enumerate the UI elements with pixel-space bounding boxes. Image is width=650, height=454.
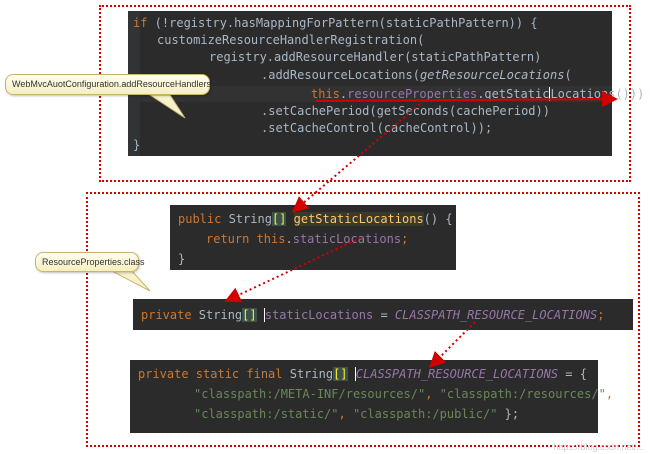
code-line: this.resourceProperties.getStaticLocatio…: [311, 87, 645, 101]
code-line: private static final String[] CLASSPATH_…: [138, 367, 587, 381]
code-block-static-locations-field: private String[] staticLocations = CLASS…: [133, 299, 633, 330]
code-line: customizeResourceHandlerRegistration(: [157, 33, 425, 47]
code-line: if (!registry.hasMappingForPattern(stati…: [133, 16, 538, 30]
code-line: .setCachePeriod(getSeconds(cachePeriod)): [261, 104, 550, 118]
connector-arrow: [291, 103, 421, 213]
callout-tail: [148, 94, 186, 119]
callout-webmvc-auto-configuration: WebMvcAuotConfiguration.addResourceHandl…: [5, 74, 217, 95]
current-line-highlight: [140, 86, 612, 102]
code-block-classpath-resource-locations: private static final String[] CLASSPATH_…: [130, 360, 613, 433]
code-line: registry.addResourceHandler(staticPathPa…: [209, 50, 542, 64]
code-line: .addResourceLocations(getResourceLocatio…: [261, 68, 572, 82]
code-line: "classpath:/META-INF/resources/", "class…: [194, 387, 614, 401]
underline-arrow: [315, 91, 618, 108]
code-line: }: [133, 138, 141, 152]
callout-resource-properties: ResourceProperties.class: [35, 252, 145, 272]
code-line: public String[] getStaticLocations() {: [178, 212, 453, 226]
code-line: return this.staticLocations;: [206, 232, 409, 246]
code-line: .setCacheControl(cacheControl));: [261, 121, 493, 135]
bottom-highlight-frame: [86, 192, 640, 447]
code-line: private String[] staticLocations = CLASS…: [141, 308, 605, 322]
connector-arrow: [429, 321, 476, 368]
callout-tail: [111, 270, 151, 292]
watermark: https://blog.csdn.net/...: [553, 442, 644, 452]
connector-arrow: [224, 237, 361, 303]
code-line: }: [178, 252, 186, 266]
code-line: "classpath:/static/", "classpath:/public…: [194, 407, 520, 421]
